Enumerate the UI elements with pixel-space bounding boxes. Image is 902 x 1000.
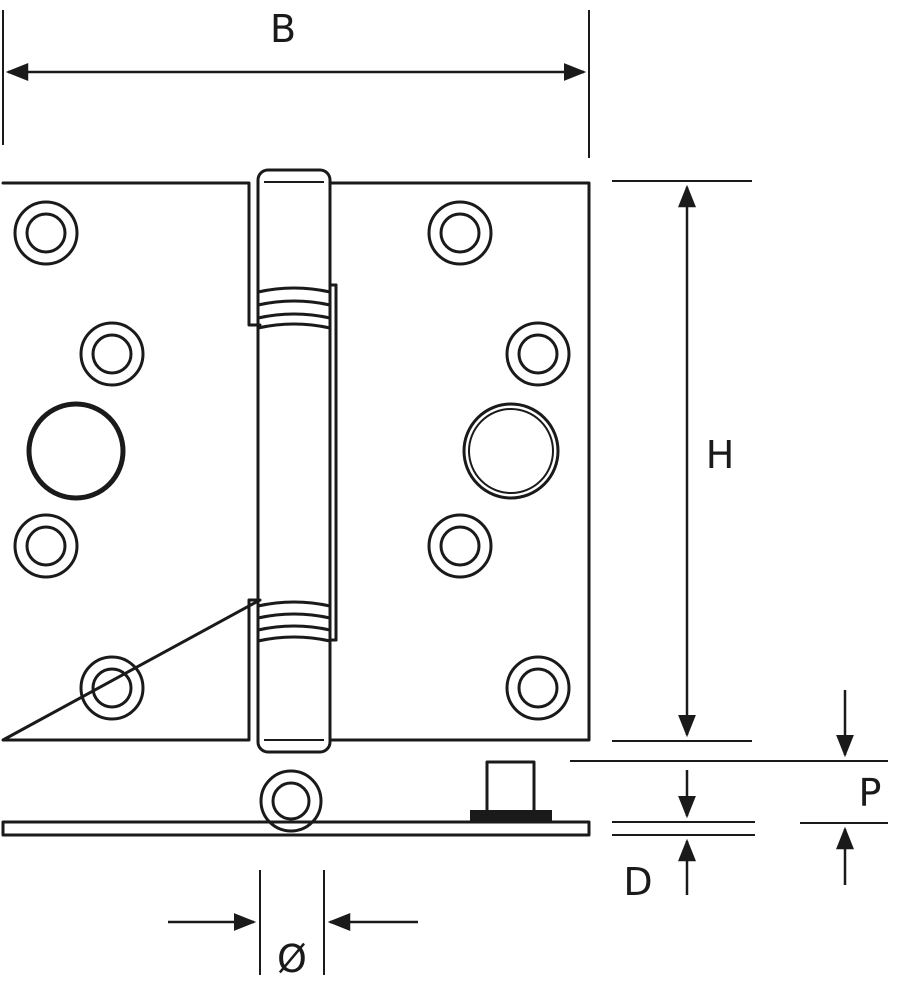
- diameter-label: Ø: [277, 937, 307, 981]
- screw-hole-inner: [517, 333, 559, 375]
- b-label: B: [270, 7, 296, 51]
- screw-hole: [427, 200, 493, 266]
- dimension-diameter: Ø: [168, 870, 418, 981]
- screw-hole: [13, 513, 79, 579]
- p-label: P: [859, 771, 882, 815]
- large-hole: [26, 401, 126, 501]
- screw-hole: [505, 321, 571, 387]
- h-label: H: [706, 433, 735, 477]
- d-label: D: [623, 860, 652, 904]
- screw-hole: [505, 655, 571, 721]
- dimension-p: P: [570, 690, 888, 885]
- left-leaf: [1, 181, 262, 742]
- screw-hole-inner: [517, 667, 559, 709]
- bearing-ring-upper: [256, 286, 332, 330]
- screw-hole-inner: [439, 525, 481, 567]
- screw-hole: [13, 200, 79, 266]
- screw-hole: [79, 655, 145, 721]
- dimension-b: B: [2, 7, 590, 158]
- hinge-knuckle: [256, 168, 338, 754]
- screw-hole-inner: [91, 667, 133, 709]
- screw-hole-inner: [25, 212, 67, 254]
- dimension-h: H: [612, 180, 752, 742]
- side-stud: [485, 760, 536, 814]
- large-hole-inner: [468, 408, 554, 494]
- screw-hole-inner: [25, 525, 67, 567]
- side-stud-base: [470, 810, 552, 822]
- screw-hole: [79, 321, 145, 387]
- bearing-ring-lower: [256, 600, 332, 643]
- knuckle-barrel: [256, 168, 332, 754]
- hinge-side-view: [1, 760, 591, 837]
- dimension-d: D: [612, 770, 755, 904]
- screw-hole-inner: [439, 212, 481, 254]
- screw-hole: [427, 513, 493, 579]
- large-hole: [462, 402, 560, 500]
- side-plate: [1, 820, 591, 837]
- side-knuckle-inner: [271, 781, 311, 821]
- side-knuckle-outer: [259, 769, 323, 833]
- right-leaf: [328, 181, 591, 742]
- screw-hole-inner: [91, 333, 133, 375]
